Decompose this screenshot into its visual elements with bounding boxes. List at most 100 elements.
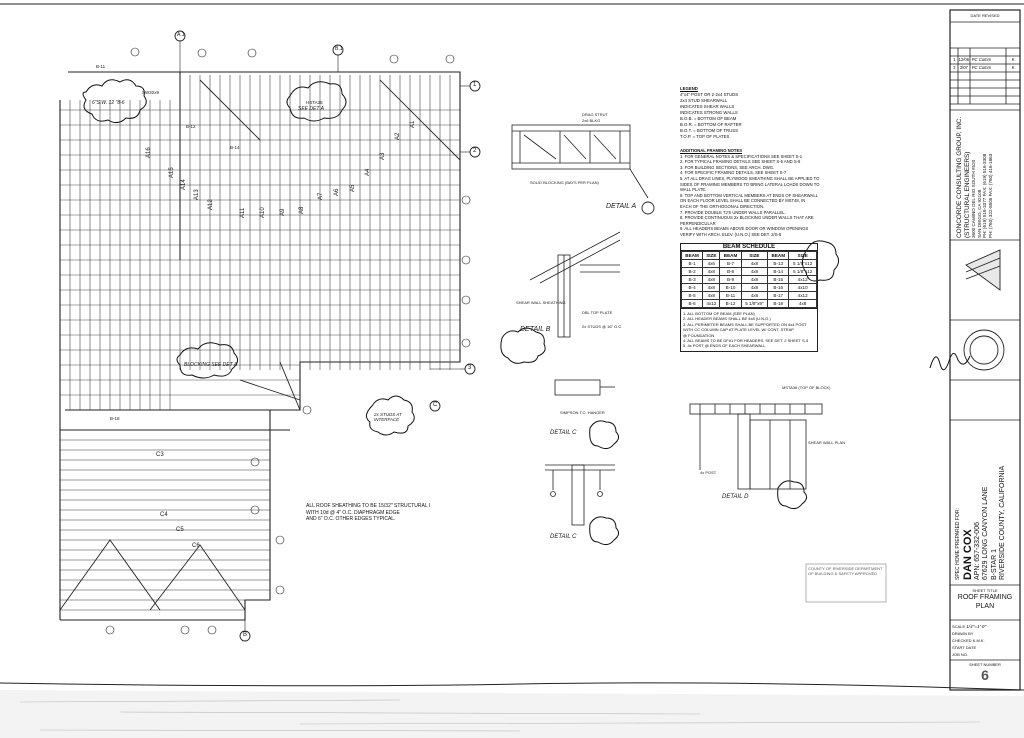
job-row: JOB NO. bbox=[952, 651, 1018, 658]
rafter-label: A11 bbox=[240, 207, 246, 218]
table-cell: B-3 bbox=[680, 275, 704, 284]
table-cell: B-11 bbox=[719, 291, 742, 300]
county-approval-stamp: COUNTY OF RIVERSIDE DEPARTMENT OF BUILDI… bbox=[808, 566, 883, 576]
grid-bubble-label: 3 bbox=[468, 365, 472, 371]
checked-label: CHECKED bbox=[952, 638, 972, 643]
sheet-title-block: SHEET TITLE ROOF FRAMING PLAN bbox=[952, 588, 1018, 611]
legend-item: 2x4 STUD SHEARWALL bbox=[680, 98, 728, 103]
framing-note: 6. TOP AND BOTTOM VERTICAL MEMBERS AT EN… bbox=[680, 192, 818, 198]
beam-note: 3. ALL PERIMETER BEAMS SHALL BE SUPPORTE… bbox=[683, 321, 807, 327]
table-cell: B-1 bbox=[680, 259, 704, 268]
grid-bubble-label: C bbox=[433, 402, 438, 408]
plan-callout: C5 bbox=[176, 527, 184, 533]
beam-note: WITH CC COLUMN CAP AT PLATE LEVEL W/ CON… bbox=[683, 327, 794, 333]
legend-abbrev: B.O.R. = BOTTOM OF RAFTER bbox=[680, 122, 742, 127]
sheathing-note-line: ALL ROOF SHEATHING TO BE 15/32" STRUCTUR… bbox=[306, 503, 431, 509]
detail-annotation: DBL TOP PLATE bbox=[582, 310, 613, 315]
column-header: BEAM bbox=[767, 251, 790, 260]
beam-note: 4. ALL BEAMS TO BE DF#1 FOR HEADERS, SEE… bbox=[683, 338, 809, 344]
column-header: BEAM bbox=[719, 251, 742, 260]
table-cell: 4x8 bbox=[740, 267, 769, 276]
framing-note: WALL PLATE. bbox=[680, 187, 707, 193]
drawn-row: DRAWN BY bbox=[952, 630, 1018, 637]
table-cell: B-12 bbox=[719, 299, 742, 308]
detail-d-title: DETAIL D bbox=[722, 494, 749, 500]
framing-note: 8. PROVIDE CONTINUOUS 2x BLOCKING UNDER … bbox=[680, 215, 814, 221]
table-cell: 4x8 bbox=[740, 291, 769, 300]
framing-note: 4. FOR SPECIFIC FRAMING DETAILS, SEE SHE… bbox=[680, 170, 787, 176]
table-cell: 4x8 bbox=[740, 283, 769, 292]
rafter-label: A15 bbox=[169, 167, 175, 178]
revision-note: PC Comm bbox=[971, 57, 992, 62]
client-lot: B-STAR 1 bbox=[990, 549, 998, 580]
detail-annotation: DRAG STRUT bbox=[582, 112, 608, 117]
detail-b-title: DETAIL B bbox=[520, 326, 551, 333]
table-cell: 4x12 bbox=[702, 299, 721, 308]
beam-note: 2. ALL HEADER BEAMS SHALL BE 4x8 (U.N.O.… bbox=[683, 316, 771, 322]
revision-by: K bbox=[1011, 57, 1015, 62]
revision-row: 1 12/06 PC Comm K bbox=[951, 57, 1019, 65]
detail-annotation: 2x STUDS @ 16" O.C. bbox=[582, 324, 623, 329]
grid-bubble-label: A.1 bbox=[177, 32, 185, 38]
grid-bubble-label: 1 bbox=[473, 82, 477, 88]
framing-note: 1. FOR GENERAL NOTES & SPECIFICATIONS SE… bbox=[680, 153, 803, 159]
table-header-row: BEAM SIZE BEAM SIZE BEAM SIZE bbox=[680, 251, 817, 260]
revision-cloud-note: 2x STUDS AT INTERFACE bbox=[374, 412, 402, 422]
revision-cloud-note: SEE DET A bbox=[298, 106, 324, 112]
table-cell: B-15 bbox=[767, 275, 790, 284]
framing-note: 3. FOR BUILDING SECTIONS, SEE ARCH. DWG. bbox=[680, 164, 775, 170]
legend-item: INDICATES STRONG WALLS bbox=[680, 110, 738, 115]
rafter-label: A12 bbox=[208, 199, 214, 210]
plan-callout: B-12 bbox=[186, 124, 196, 129]
beam-note: 5. 4x POST @ ENDS OF EACH SHEARWALL bbox=[683, 343, 766, 349]
date-revised-label: DATE REVISED bbox=[970, 13, 1000, 18]
table-cell: 4x10 bbox=[788, 283, 817, 292]
scale-row: SCALE 1/4"=1'-0" bbox=[952, 623, 1018, 630]
framing-note: EACH OF THE ORTHOGONAL DIRECTION. bbox=[680, 203, 765, 209]
grid-bubble-label: B.1 bbox=[335, 46, 343, 52]
detail-annotation: 4x POST bbox=[700, 470, 717, 475]
table-cell: B-5 bbox=[680, 291, 704, 300]
detail-c-title: DETAIL C bbox=[550, 534, 577, 540]
checked-row: CHECKED K.M.K. bbox=[952, 637, 1018, 644]
drawn-label: DRAWN BY bbox=[952, 631, 974, 636]
engineer-firm-info: CONCORDE CONSULTING GROUP, INC. (STRUCTU… bbox=[956, 112, 994, 238]
start-label: START DATE bbox=[952, 645, 977, 650]
framing-note: 2. FOR TYPICAL FRAMING DETAILS SEE SHEET… bbox=[680, 159, 801, 165]
rafter-label: A1 bbox=[410, 120, 416, 128]
detail-c-title: DETAIL C bbox=[550, 430, 577, 436]
scale-value: 1/4"=1'-0" bbox=[966, 624, 987, 629]
detail-annotation: 2x6 BLKG bbox=[582, 118, 601, 123]
revision-row: 2 3/07 PC Comm K bbox=[951, 65, 1019, 73]
firm-name: CONCORDE CONSULTING GROUP, INC. bbox=[956, 116, 963, 238]
framing-note: PERPENDICULAR bbox=[680, 220, 716, 226]
legend-heading: LEGEND bbox=[680, 86, 698, 91]
rafter-label: A6 bbox=[334, 188, 340, 196]
table-cell: B-16 bbox=[767, 283, 790, 292]
revision-note: PC Comm bbox=[971, 65, 992, 70]
table-cell: 4x8 bbox=[702, 283, 721, 292]
revision-cloud-note: BLOCKING SEE DET A bbox=[184, 362, 238, 368]
table-cell: B-13 bbox=[767, 259, 790, 268]
table-cell: 4x12 bbox=[788, 291, 817, 300]
column-header: BEAM bbox=[680, 251, 704, 260]
grid-bubble-label: B bbox=[243, 632, 248, 638]
table-cell: B-17 bbox=[767, 291, 790, 300]
plan-callout: C4 bbox=[160, 512, 168, 518]
checked-value: K.M.K. bbox=[972, 638, 985, 643]
plan-callout: C6 bbox=[192, 543, 200, 549]
table-cell: B-2 bbox=[680, 267, 704, 276]
framing-note: 5. AT ALL DRAG LINES, PLYWOOD SHEATHING … bbox=[680, 175, 820, 181]
column-header: SIZE bbox=[702, 251, 721, 260]
framing-notes: ADDITIONAL FRAMING NOTES 1. FOR GENERAL … bbox=[680, 148, 820, 238]
beam-note: 1. ALL BOTTOM OF BEAM (SEE PLAN) bbox=[683, 311, 755, 316]
sheet-number-label: SHEET NUMBER bbox=[969, 662, 1001, 667]
revision-by: K bbox=[1011, 65, 1015, 70]
table-cell: 4x12 bbox=[788, 275, 817, 284]
plan-callout: B-11 bbox=[96, 64, 106, 69]
column-header: SIZE bbox=[740, 251, 769, 260]
